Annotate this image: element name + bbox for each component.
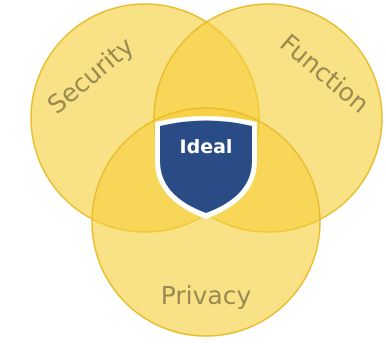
privacy-circle — [91, 107, 321, 337]
shield-body — [160, 120, 252, 213]
ideal-shield: Ideal — [155, 116, 257, 219]
ideal-label: Ideal — [180, 136, 233, 158]
privacy-label: Privacy — [161, 281, 252, 310]
